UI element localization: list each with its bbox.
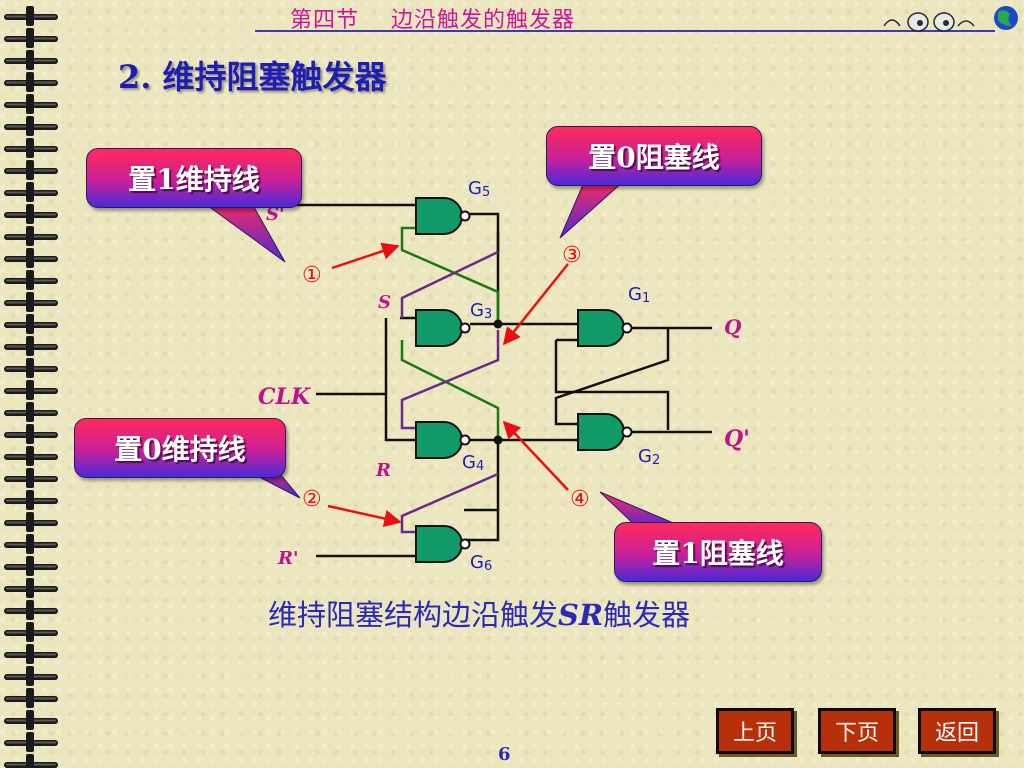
slide-title: 2. 维持阻塞触发器 [118, 58, 387, 96]
marker-2: ② [302, 487, 322, 512]
black-wires [282, 203, 712, 558]
gate-label-g4: G4 [462, 452, 484, 474]
prev-page-button[interactable]: 上页 [716, 708, 794, 754]
red-arrows [327, 242, 569, 528]
callout-set1-block: 置1阻塞线 [614, 522, 822, 582]
callout-tail-set0-block [559, 179, 627, 239]
page-number: 6 [498, 744, 511, 765]
back-button[interactable]: 返回 [918, 708, 996, 754]
marker-4: ④ [570, 487, 590, 512]
callout-set0-block: 置0阻塞线 [546, 126, 762, 186]
nand-gate-g6 [415, 525, 471, 563]
signal-label-s-prime: S' [266, 204, 285, 225]
nand-gate-g1 [577, 309, 633, 347]
junction-dot-g3 [493, 319, 503, 329]
next-page-button[interactable]: 下页 [818, 708, 896, 754]
nand-gate-g2 [577, 413, 633, 451]
purple-lines [400, 250, 500, 534]
callout-set1-hold: 置1维持线 [86, 148, 302, 208]
gate-label-g1: G1 [628, 284, 650, 306]
signal-label-q: Q [724, 315, 742, 339]
junction-dot-g4 [493, 435, 503, 445]
signal-label-clk: CLK [258, 384, 311, 410]
gate-label-g5: G5 [468, 178, 490, 200]
gate-label-g2: G2 [638, 446, 660, 468]
nand-gate-g3 [415, 309, 471, 347]
decorative-eyes-icon [883, 6, 1018, 32]
nand-gate-g5 [415, 197, 471, 235]
figure-caption: 维持阻塞结构边沿触发SR触发器 [268, 598, 691, 632]
signal-label-s: S [378, 292, 391, 313]
nand-gate-g4 [415, 421, 471, 459]
signal-label-r-prime: R' [277, 548, 298, 569]
callout-set0-hold: 置0维持线 [74, 418, 286, 478]
section-title: 第四节 边沿触发的触发器 [290, 8, 575, 33]
header-divider [255, 30, 995, 32]
signal-label-r: R [375, 460, 391, 481]
gate-label-g3: G3 [470, 300, 492, 322]
marker-3: ③ [562, 243, 582, 268]
marker-1: ① [302, 263, 322, 288]
green-lines [400, 226, 500, 440]
gate-label-g6: G6 [470, 552, 492, 574]
signal-label-q-prime: Q' [724, 426, 750, 452]
